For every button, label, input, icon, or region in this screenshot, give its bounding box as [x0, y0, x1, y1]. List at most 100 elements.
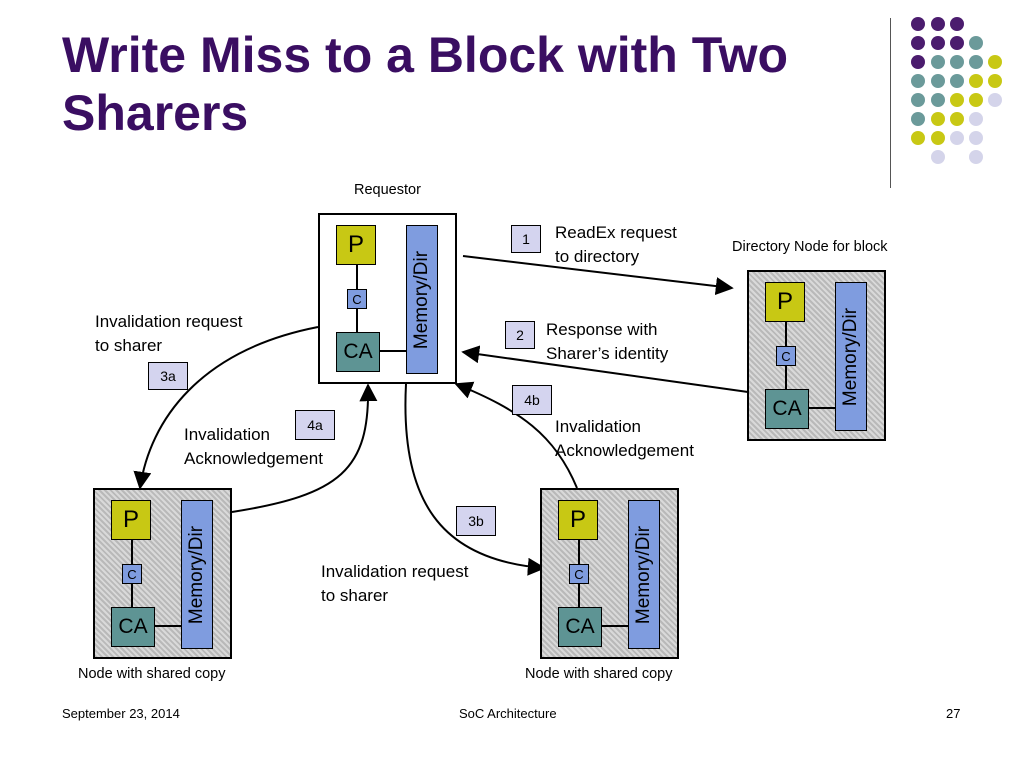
step-4b-line2: Acknowledgement [555, 441, 694, 460]
arrow-ack-4a [231, 383, 378, 513]
connector-line [356, 265, 358, 289]
dot [969, 112, 983, 126]
step-badge-4a: 4a [295, 410, 335, 440]
dot [911, 93, 925, 107]
connector-line [578, 540, 580, 564]
connector-line [785, 322, 787, 346]
dot [911, 55, 925, 69]
footer-page-number: 27 [946, 706, 961, 721]
dot [931, 55, 945, 69]
dot [931, 112, 945, 126]
step-badge-2: 2 [505, 321, 535, 349]
sharer-node-right: P C CA Memory/Dir [540, 488, 679, 659]
sharer-left-caption: Node with shared copy [78, 666, 226, 682]
sharer-node-left: P C CA Memory/Dir [93, 488, 232, 659]
step-3b-line2: to sharer [321, 586, 389, 605]
dot [911, 17, 925, 31]
step-badge-4b: 4b [512, 385, 552, 415]
step-3b-line1: Invalidation request [321, 562, 469, 581]
step-4a-line1: Invalidation [184, 425, 271, 444]
connector-line [131, 540, 133, 564]
step-badge-3b: 3b [456, 506, 496, 536]
memory-dir-label: Memory/Dir [840, 307, 861, 406]
processor-box: P [765, 282, 805, 322]
cache-box: C [569, 564, 589, 584]
dot [950, 131, 964, 145]
dot [911, 112, 925, 126]
dot [950, 112, 964, 126]
requestor-node: P C CA Memory/Dir [318, 213, 457, 384]
slide-title: Write Miss to a Block with Two Sharers [62, 27, 789, 141]
step-2-annotation: Response with Sharer’s identity [546, 318, 668, 366]
dot [931, 36, 945, 50]
connector-line [356, 309, 358, 332]
dot [969, 131, 983, 145]
connector-line [380, 350, 406, 352]
step-3a-line1: Invalidation request [95, 312, 243, 331]
dot [931, 74, 945, 88]
connector-line [785, 366, 787, 389]
dot [911, 36, 925, 50]
dot [969, 55, 983, 69]
step-1-line1: ReadEx request [555, 223, 677, 242]
footer-center: SoC Architecture [459, 706, 557, 721]
dot [969, 74, 983, 88]
step-4b-annotation: Invalidation Acknowledgement [555, 415, 694, 463]
title-divider-line [890, 18, 891, 188]
dot [950, 93, 964, 107]
communication-assist-box: CA [111, 607, 155, 647]
dot [931, 150, 945, 164]
dot [950, 17, 964, 31]
arrow-invalidation-3b [404, 383, 546, 576]
connector-line [155, 625, 181, 627]
dot [950, 55, 964, 69]
processor-box: P [111, 500, 151, 540]
dot [950, 36, 964, 50]
step-1-annotation: ReadEx request to directory [555, 221, 677, 269]
footer-date: September 23, 2014 [62, 706, 180, 721]
directory-caption: Directory Node for block [732, 239, 888, 255]
connector-line [578, 584, 580, 607]
step-2-line2: Sharer’s identity [546, 344, 669, 363]
memory-dir-box: Memory/Dir [406, 225, 438, 374]
dot [988, 93, 1002, 107]
requestor-caption: Requestor [354, 182, 421, 198]
directory-node: P C CA Memory/Dir [747, 270, 886, 441]
dot [911, 74, 925, 88]
arrow-ack-4b [454, 381, 578, 489]
dot [969, 150, 983, 164]
dot [931, 17, 945, 31]
dot [950, 74, 964, 88]
connector-line [131, 584, 133, 607]
step-2-line1: Response with [546, 320, 658, 339]
memory-dir-label: Memory/Dir [186, 525, 207, 624]
connector-line [809, 407, 835, 409]
step-3b-annotation: Invalidation request to sharer [321, 560, 468, 608]
step-1-line2: to directory [555, 247, 640, 266]
cache-box: C [122, 564, 142, 584]
cache-box: C [776, 346, 796, 366]
memory-dir-box: Memory/Dir [835, 282, 867, 431]
connector-line [602, 625, 628, 627]
memory-dir-box: Memory/Dir [628, 500, 660, 649]
dot [969, 93, 983, 107]
step-badge-1: 1 [511, 225, 541, 253]
step-3a-line2: to sharer [95, 336, 163, 355]
memory-dir-box: Memory/Dir [181, 500, 213, 649]
communication-assist-box: CA [765, 389, 809, 429]
step-badge-3a: 3a [148, 362, 188, 390]
memory-dir-label: Memory/Dir [633, 525, 654, 624]
arrow-response [461, 345, 749, 393]
communication-assist-box: CA [336, 332, 380, 372]
step-4b-line1: Invalidation [555, 417, 642, 436]
dot [969, 36, 983, 50]
dot [988, 74, 1002, 88]
dot [931, 131, 945, 145]
sharer-right-caption: Node with shared copy [525, 666, 673, 682]
dot [931, 93, 945, 107]
arrow-invalidation-3a [133, 326, 319, 490]
communication-assist-box: CA [558, 607, 602, 647]
processor-box: P [558, 500, 598, 540]
dot [988, 55, 1002, 69]
